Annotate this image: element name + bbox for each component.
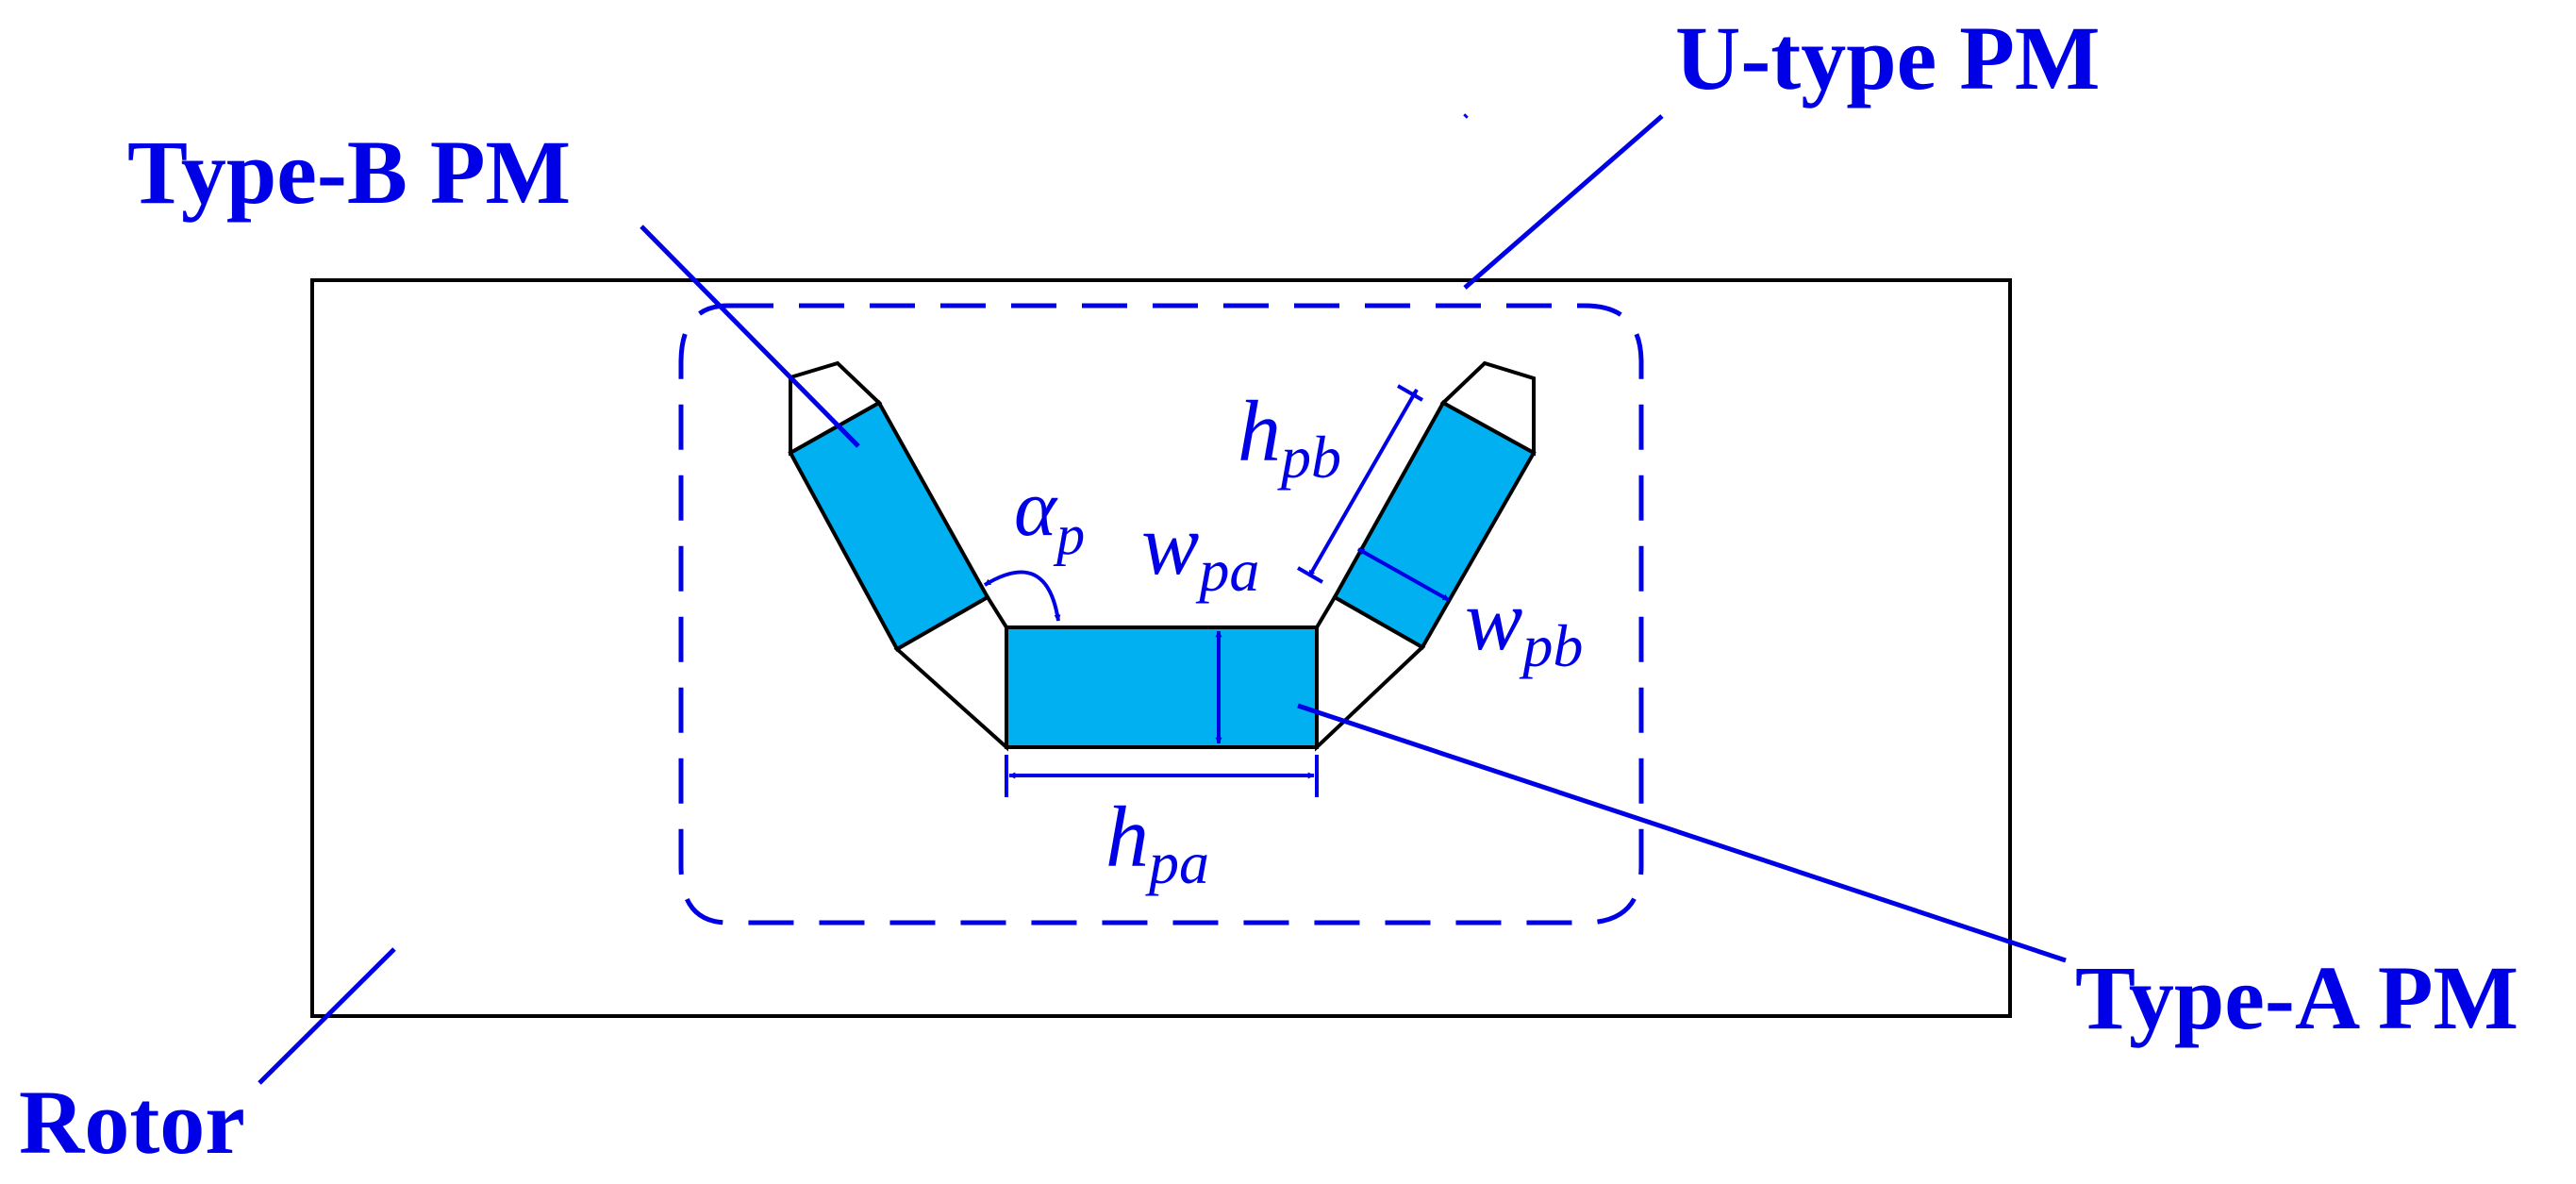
h-pb-dimension-arrow [1307,389,1419,577]
type-a-pm-leader [1297,703,2067,963]
w-pa-symbol: wpa [1141,496,1259,604]
type-a-pm [1005,625,1319,749]
alpha-p-angle-arc [983,570,1061,622]
u-type-pm-region [678,303,1644,926]
alpha-p-symbol: αp [1014,462,1085,566]
h-pb-symbol: hpb [1238,383,1341,491]
w-pb-dimension-arrow [1357,547,1450,602]
u-type-pm-leader-line [1463,114,1664,290]
h-pa-symbol: hpa [1105,789,1209,896]
type-b-pm-left [788,400,990,652]
rotor-leader [258,947,396,1085]
type-b-pm-leader [640,225,860,448]
type-a-pm-label: Type-A PM [2075,947,2518,1048]
u-type-pm-label: U-type PM [1675,8,2101,108]
type-b-pm-label: Type-B PM [127,122,571,223]
rotor-body [310,278,2012,1018]
u-type-pm-leader [1463,113,1469,119]
w-pb-symbol: wpb [1465,572,1583,679]
rotor-label: Rotor [19,1072,245,1173]
